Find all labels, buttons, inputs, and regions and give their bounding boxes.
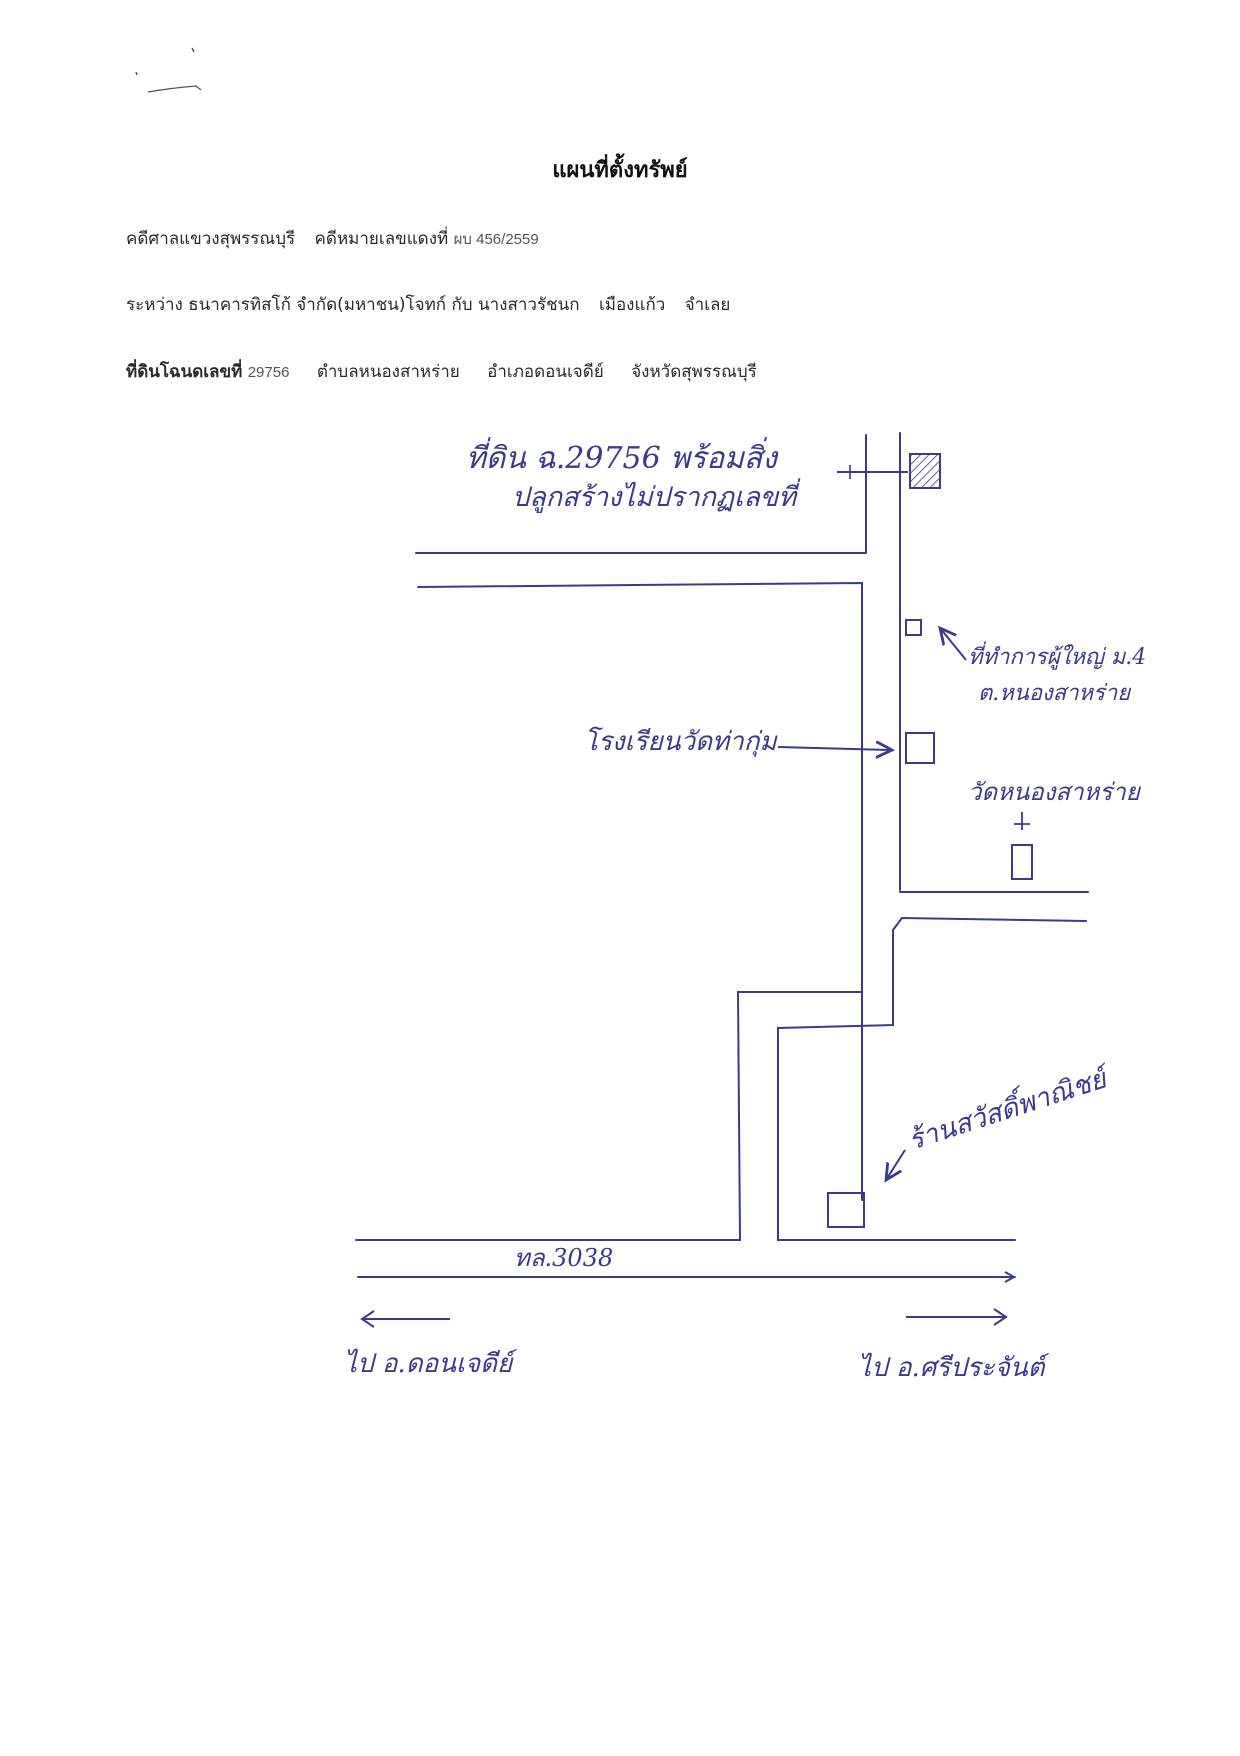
school-label: โรงเรียนวัดท่ากุ่ม — [584, 726, 778, 757]
village-office-marker — [905, 619, 922, 636]
east-direction-arrow-icon — [906, 1308, 1008, 1326]
west-direction-arrow-icon — [360, 1310, 450, 1328]
shop-marker — [827, 1192, 865, 1228]
temple-label: วัดหนองสาหร่าย — [968, 778, 1142, 806]
village-office-label-line1: ที่ทำการผู้ใหญ่ ม.4 — [968, 641, 1146, 670]
deed-number: 29756 — [247, 364, 290, 381]
shop-label: ร้านสวัสดิ์พาณิชย์ — [903, 1057, 1116, 1157]
direction-indicators: ไป อ.ดอนเจดีย์ ไป อ.ศรีประจันต์ — [344, 1308, 1050, 1383]
province-name: จังหวัดสุพรรณบุรี — [631, 362, 757, 382]
between-label: ระหว่าง — [126, 295, 183, 315]
land-location-line: ที่ดินโฉนดเลขที่ 29756 ตำบลหนองสาหร่าย อ… — [126, 358, 757, 385]
temple-pointer-arrow-icon — [1014, 812, 1030, 830]
property-label-line1: ที่ดิน ฉ.29756 พร้อมสิ่ง — [466, 437, 779, 476]
defendant-name: นางสาวรัชนก — [478, 295, 580, 315]
east-road-south-edge — [777, 916, 1087, 1241]
case-label: คดีหมายเลขแดงที่ — [314, 229, 449, 249]
school-pointer-arrow-icon — [777, 747, 892, 750]
school-landmark: โรงเรียนวัดท่ากุ่ม — [584, 726, 935, 764]
document-title: แผนที่ตั้งทรัพย์ — [552, 158, 688, 183]
west-direction-label: ไป อ.ดอนเจดีย์ — [344, 1348, 517, 1379]
village-office-landmark: ที่ทำการผู้ใหญ่ ม.4 ต.หนองสาหร่าย — [905, 619, 1146, 706]
highway-east-arrow-icon — [1004, 1271, 1017, 1283]
land-deed-label: ที่ดินโฉนดเลขที่ — [126, 362, 243, 382]
side-road-south-edge — [417, 581, 863, 1201]
parties-line: ระหว่าง ธนาคารทิสโก้ จำกัด(มหาชน)โจทก์ ก… — [126, 291, 730, 318]
road-network — [355, 432, 1089, 1278]
district-name: อำเภอดอนเจดีย์ — [487, 362, 604, 382]
highway: ทล.3038 — [514, 1244, 1017, 1283]
subdistrict-name: ตำบลหนองสาหร่าย — [316, 362, 460, 382]
east-direction-label: ไป อ.ศรีประจันต์ — [858, 1352, 1050, 1383]
property-marker-hatched — [909, 453, 941, 489]
highway-label: ทล.3038 — [514, 1244, 613, 1272]
court-name: คดีศาลแขวงสุพรรณบุรี — [126, 229, 296, 249]
temple-marker — [1011, 844, 1033, 880]
school-marker — [905, 732, 935, 764]
village-office-label-line2: ต.หนองสาหร่าย — [978, 681, 1132, 706]
plaintiff-name: ธนาคารทิสโก้ จำกัด(มหาชน)โจทก์ — [188, 295, 447, 315]
defendant-surname: เมืองแก้ว — [598, 295, 666, 315]
temple-landmark: วัดหนองสาหร่าย — [968, 778, 1142, 880]
property-label-line2: ปลูกสร้างไม่ปรากฏเลขที่ — [512, 478, 801, 514]
lane-west-edge — [355, 991, 863, 1241]
property-plot: ที่ดิน ฉ.29756 พร้อมสิ่ง ปลูกสร้างไม่ปรา… — [466, 437, 941, 514]
case-court-line: คดีศาลแขวงสุพรรณบุรี คดีหมายเลขแดงที่ ผบ… — [126, 225, 539, 252]
defendant-role: จำเลย — [684, 295, 731, 315]
shop-pointer-arrow-icon — [886, 1149, 906, 1180]
with-label: กับ — [451, 295, 473, 315]
case-number: ผบ 456/2559 — [453, 231, 539, 248]
village-office-arrow-icon — [940, 628, 967, 661]
shop-landmark: ร้านสวัสดิ์พาณิชย์ — [827, 1057, 1116, 1228]
corner-initials-mark — [135, 47, 202, 93]
